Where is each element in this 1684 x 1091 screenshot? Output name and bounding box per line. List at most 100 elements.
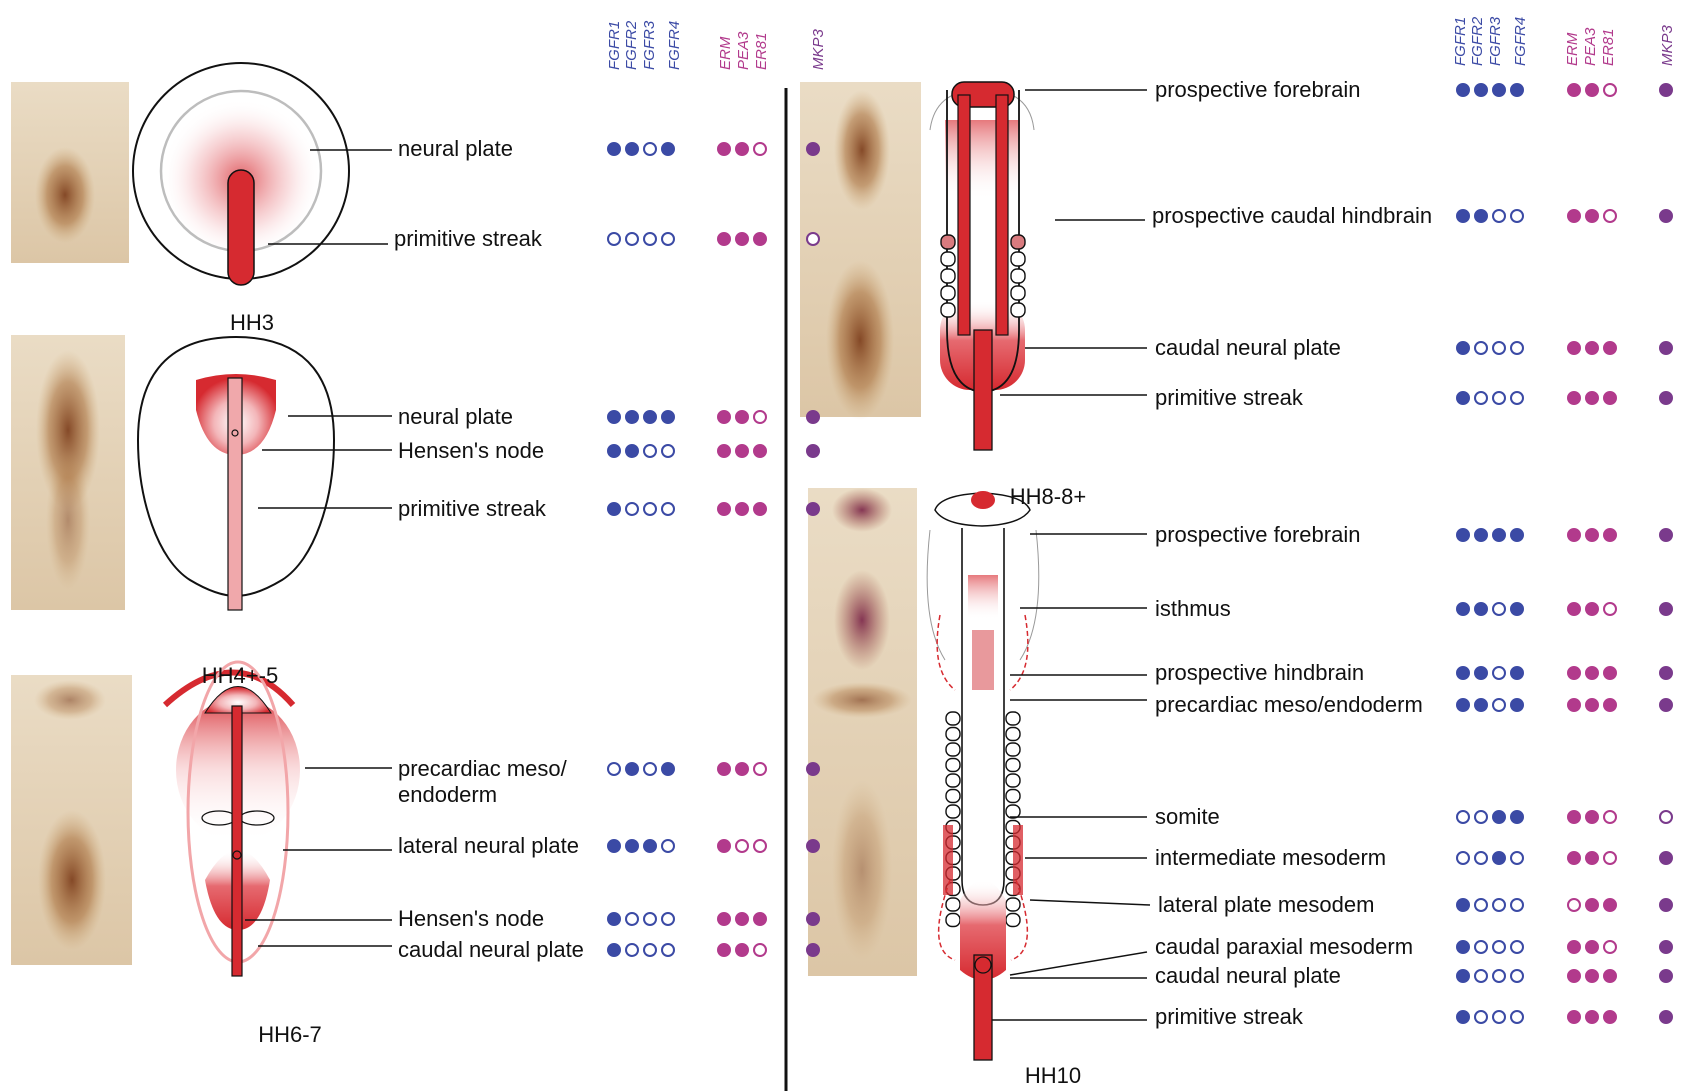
mkp-dot: [1660, 529, 1672, 541]
ets-dot: [1604, 941, 1616, 953]
fgfr-dot: [1493, 667, 1505, 679]
somite-shape: [941, 286, 955, 300]
ets-dot: [754, 763, 766, 775]
structure-label: prospective forebrain: [1155, 522, 1360, 547]
expression-row: primitive streak: [992, 1004, 1672, 1029]
ets-dot: [1586, 941, 1598, 953]
fgfr-dot: [644, 445, 656, 457]
mkp-dot: [1660, 210, 1672, 222]
ets-dot: [736, 763, 748, 775]
ets-dot: [1568, 941, 1580, 953]
expression-row: precardiac meso/endoderm: [1010, 692, 1672, 717]
gene-header: FGFR3: [1487, 16, 1504, 66]
mkp-dot: [1660, 84, 1672, 96]
fgfr-dot: [1493, 210, 1505, 222]
mkp-dot: [1660, 941, 1672, 953]
ets-dot: [718, 913, 730, 925]
fgfr-dot: [608, 763, 620, 775]
structure-label: neural plate: [398, 404, 513, 429]
fgfr-dot: [662, 233, 674, 245]
ets-dot: [1568, 899, 1580, 911]
ets-dot: [1586, 1011, 1598, 1023]
expression-row: prospective forebrain: [1025, 77, 1672, 102]
gene-header: FGFR3: [641, 20, 658, 70]
fgfr-dot: [1493, 970, 1505, 982]
mkp-dot: [807, 411, 819, 423]
fgfr-dot: [1475, 852, 1487, 864]
expression-row: caudal neural plate: [1010, 963, 1672, 988]
structure-label: primitive streak: [1155, 385, 1304, 410]
leader-line: [1030, 900, 1150, 905]
fgfr-dot: [1511, 811, 1523, 823]
fgfr-dot: [662, 503, 674, 515]
fgfr-dot: [1511, 84, 1523, 96]
structure-label: caudal paraxial mesoderm: [1155, 934, 1413, 959]
somite-shape: [946, 898, 960, 911]
somite-shape: [946, 743, 960, 756]
fgfr-dot: [626, 143, 638, 155]
fgfr-dot: [1511, 899, 1523, 911]
fgfr-dot: [626, 763, 638, 775]
structure-label: primitive streak: [398, 496, 547, 521]
gene-header: ER81: [753, 32, 770, 70]
ets-dot: [1568, 210, 1580, 222]
expression-row: neural plate: [288, 404, 819, 429]
ets-dot: [1586, 84, 1598, 96]
somite-shape: [941, 303, 955, 317]
mkp-dot: [807, 445, 819, 457]
expression-row: primitive streak: [258, 496, 819, 521]
photo-hh8: [800, 82, 921, 420]
expression-row: precardiac meso/endoderm: [305, 756, 819, 807]
somite-shape: [946, 712, 960, 725]
fgfr-dot: [1457, 210, 1469, 222]
somite-shape: [1006, 790, 1020, 803]
fgfr-dot: [644, 503, 656, 515]
fgfr-dot: [1475, 84, 1487, 96]
ets-dot: [1604, 603, 1616, 615]
expression-row: caudal neural plate: [1025, 335, 1672, 360]
ets-dot: [1604, 699, 1616, 711]
fgfr-dot: [1475, 667, 1487, 679]
fgfr-dot: [644, 411, 656, 423]
fgfr-dot: [1457, 1011, 1469, 1023]
ets-dot: [1568, 852, 1580, 864]
fgfr-dot: [1457, 529, 1469, 541]
mkp-dot: [807, 944, 819, 956]
gene-header: FGFR4: [1512, 17, 1529, 66]
fgfr-dot: [1511, 699, 1523, 711]
expression-row: caudal paraxial mesoderm: [1010, 934, 1672, 975]
fgfr-dot: [1493, 811, 1505, 823]
ets-dot: [736, 445, 748, 457]
structure-label: caudal neural plate: [1155, 335, 1341, 360]
stage-label-hh4: HH4+-5: [202, 663, 278, 688]
fgfr-dot: [1457, 941, 1469, 953]
structure-label: neural plate: [398, 136, 513, 161]
schematic-hh10: [927, 491, 1039, 1060]
fgfr-dot: [1475, 699, 1487, 711]
mkp-dot: [1660, 342, 1672, 354]
gene-header: PEA3: [1582, 27, 1599, 66]
fgfr-dot: [1511, 1011, 1523, 1023]
mkp-dot: [1660, 699, 1672, 711]
structure-label: primitive streak: [1155, 1004, 1304, 1029]
somite-shape: [946, 805, 960, 818]
ets-dot: [1568, 603, 1580, 615]
ets-dot: [1604, 210, 1616, 222]
somite-shape: [1006, 712, 1020, 725]
ets-dot: [1586, 699, 1598, 711]
stage-label-hh8: HH8-8+: [1010, 484, 1086, 509]
ets-dot: [754, 913, 766, 925]
mkp-dot: [1660, 667, 1672, 679]
fgfr-dot: [1457, 392, 1469, 404]
ets-dot: [1604, 84, 1616, 96]
fgfr-dot: [1475, 941, 1487, 953]
structure-label: caudal neural plate: [398, 937, 584, 962]
expression-row: primitive streak: [268, 226, 819, 251]
ets-dot: [1604, 852, 1616, 864]
fgfr-dot: [1475, 529, 1487, 541]
structure-label: Hensen's node: [398, 906, 544, 931]
ets-dot: [1568, 667, 1580, 679]
fgfr-dot: [662, 763, 674, 775]
mkp-dot: [1660, 899, 1672, 911]
ets-dot: [754, 503, 766, 515]
